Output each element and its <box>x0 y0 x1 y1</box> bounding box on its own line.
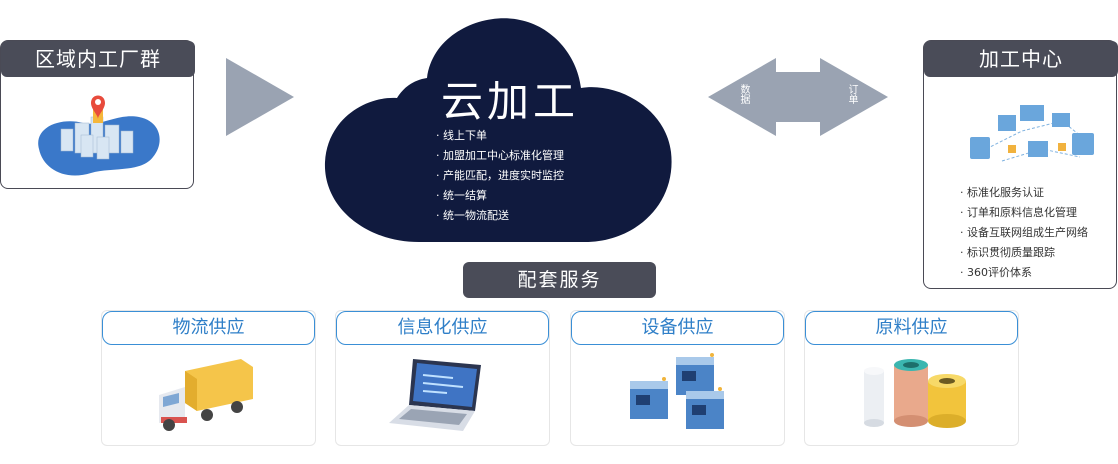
service-label: 设备供应 <box>571 311 784 345</box>
center-bullet: · 标识贯彻质量跟踪 <box>960 246 1055 259</box>
service-card-logistics: 物流供应 <box>101 310 316 446</box>
location-pin-icon <box>91 95 105 119</box>
materials-icon <box>864 359 966 428</box>
truck-icon <box>159 359 253 431</box>
cloud-bullet: · 统一结算 <box>436 189 487 202</box>
cloud-bullet: · 统一物流配送 <box>436 209 509 222</box>
city-map-icon <box>38 95 160 176</box>
services-title: 配套服务 <box>463 262 656 298</box>
service-label: 信息化供应 <box>336 311 549 345</box>
service-card-equipment: 设备供应 <box>570 310 785 446</box>
cloud-bullet: · 加盟加工中心标准化管理 <box>436 149 564 162</box>
cloud-bullet-list: · 线上下单 · 加盟加工中心标准化管理 · 产能匹配，进度实时监控 · 统一结… <box>436 126 564 226</box>
center-title: 加工中心 <box>924 41 1118 77</box>
data-label: 数据 <box>738 84 749 104</box>
laptop-icon <box>389 359 481 431</box>
processing-center-box: 加工中心 · 标准化服务认证 · 订单和原料信息化管理 · 设备互联网组成生产网… <box>923 40 1118 289</box>
order-label: 订单 <box>846 84 857 104</box>
center-bullet-list: · 标准化服务认证 · 订单和原料信息化管理 · 设备互联网组成生产网络 · 标… <box>960 183 1088 283</box>
region-factory-box: 区域内工厂群 <box>0 40 195 189</box>
service-card-it: 信息化供应 <box>335 310 550 446</box>
servers-icon <box>630 353 724 429</box>
service-label: 物流供应 <box>102 311 315 345</box>
region-title: 区域内工厂群 <box>1 41 195 77</box>
center-bullet: · 订单和原料信息化管理 <box>960 206 1077 219</box>
flow-arrow-icon <box>226 58 294 136</box>
service-card-materials: 原料供应 <box>804 310 1019 446</box>
cloud-title: 云加工 <box>440 77 579 126</box>
service-label: 原料供应 <box>805 311 1018 345</box>
cloud-shape <box>324 18 672 242</box>
cloud-bullet: · 线上下单 <box>436 129 487 142</box>
cloud-bullet: · 产能匹配，进度实时监控 <box>436 169 564 182</box>
factory-network-icon <box>970 105 1094 162</box>
center-bullet: · 标准化服务认证 <box>960 186 1044 199</box>
center-bullet: · 360评价体系 <box>960 266 1032 279</box>
double-arrow-icon <box>708 58 888 136</box>
center-bullet: · 设备互联网组成生产网络 <box>960 226 1088 239</box>
